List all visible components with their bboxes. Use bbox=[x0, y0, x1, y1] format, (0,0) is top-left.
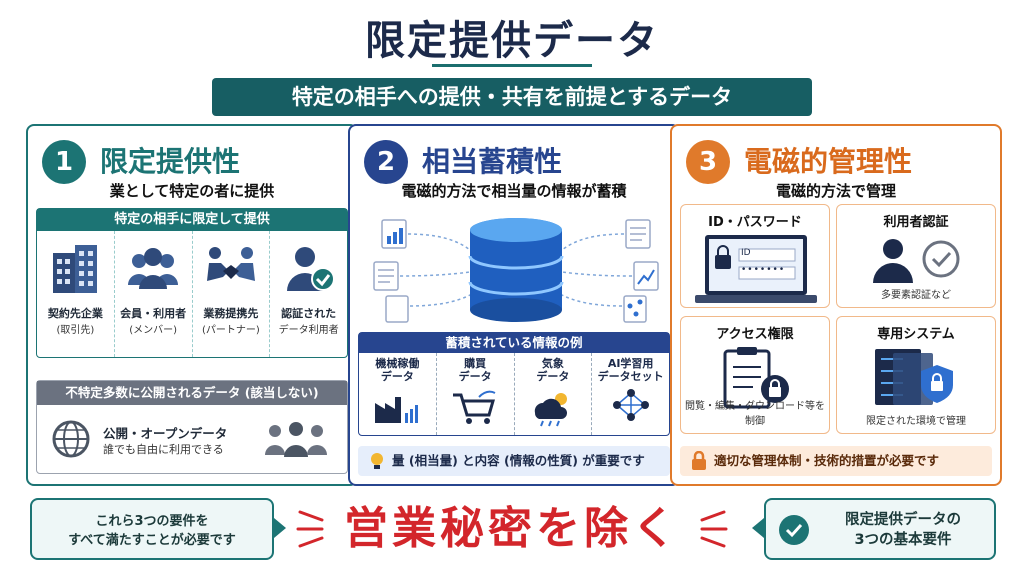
cell-title: アクセス権限 bbox=[716, 327, 794, 342]
crowd-icon bbox=[265, 422, 327, 457]
emphasis-burst-icon bbox=[700, 510, 728, 548]
example-label: データ bbox=[536, 370, 570, 383]
requirement-summary: これら3つの要件を すべて満たすことが必要です bbox=[30, 498, 274, 560]
cell-footer: 限定された環境で管理 bbox=[866, 416, 966, 427]
page-title: 限定提供データ bbox=[365, 18, 659, 64]
public-sub: 誰でも自由に利用できる bbox=[103, 443, 224, 456]
server-shield-icon bbox=[875, 349, 953, 405]
recipient-item: 認証された データ利用者 bbox=[270, 231, 347, 357]
example-item: 気象 データ bbox=[515, 353, 593, 435]
accumulated-examples: 蓄積されている情報の例 機械稼働 データ 購買 データ 気 bbox=[358, 332, 670, 436]
public-title: 公開・オープンデータ bbox=[103, 426, 228, 441]
panel-limited-provision: 1 限定提供性 業として特定の者に提供 特定の相手に限定して提供 bbox=[26, 124, 358, 486]
cell-footer: 多要素認証など bbox=[881, 290, 951, 301]
lock-icon bbox=[692, 451, 706, 470]
example-label: 気象 bbox=[541, 357, 564, 370]
factory-icon bbox=[375, 397, 419, 423]
cell-title: ID・パスワード bbox=[708, 215, 802, 230]
management-note: 適切な管理体制・技術的措置が必要です bbox=[680, 446, 992, 476]
network-icon bbox=[612, 389, 649, 421]
management-cell: 利用者認証 多要素認証など bbox=[836, 204, 996, 308]
subtitle-banner: 特定の相手への提供・共有を前提とするデータ bbox=[212, 78, 812, 116]
panel-subtitle: 業として特定の者に提供 bbox=[109, 182, 275, 200]
panel-number: 3 bbox=[686, 140, 730, 184]
management-cell: アクセス権限 閲覧・編集・ダウンロード等を制御 bbox=[680, 316, 830, 434]
database-icon bbox=[373, 218, 659, 323]
id-field-label: ID bbox=[741, 248, 751, 258]
panel-number: 1 bbox=[42, 140, 86, 184]
emphasis-burst-icon bbox=[296, 510, 324, 548]
verified-user-icon bbox=[286, 247, 335, 291]
recipient-sub: (メンバー) bbox=[129, 325, 178, 336]
recipient-item: 業務提携先 (パートナー) bbox=[193, 231, 271, 357]
requirements-line: 3つの基本要件 bbox=[854, 532, 952, 548]
recipient-item: 会員・利用者 (メンバー) bbox=[115, 231, 193, 357]
public-data-box: 不特定多数に公開されるデータ (該当しない) 公開・オープンデータ 誰でも自由に… bbox=[36, 380, 348, 474]
check-circle-icon bbox=[779, 515, 809, 545]
panel-subtitle: 電磁的方法で相当量の情報が蓄積 bbox=[401, 182, 627, 200]
recipient-sub: (取引先) bbox=[56, 325, 95, 336]
members-icon bbox=[128, 248, 179, 289]
recipient-label: 業務提携先 bbox=[203, 307, 259, 320]
handshake-icon bbox=[206, 247, 255, 281]
recipient-label: 会員・利用者 bbox=[120, 307, 187, 320]
recipient-label: 契約先企業 bbox=[47, 307, 103, 320]
access-clipboard-icon bbox=[723, 347, 789, 409]
password-field: ••••••• bbox=[741, 265, 786, 275]
panel-substantial-accumulation: 2 相当蓄積性 電磁的方法で相当量の情報が蓄積 蓄積さ bbox=[348, 124, 680, 486]
recipient-label: 認証された bbox=[281, 307, 337, 320]
summary-line: すべて満たすことが必要です bbox=[68, 533, 236, 548]
example-item: 購買 データ bbox=[437, 353, 515, 435]
example-label: データ bbox=[380, 370, 414, 383]
panel-subtitle: 電磁的方法で管理 bbox=[775, 182, 896, 200]
example-label: AI学習用 bbox=[607, 357, 654, 370]
example-label: 機械稼働 bbox=[375, 357, 420, 370]
panel-number: 2 bbox=[364, 140, 408, 184]
user-auth-icon bbox=[873, 239, 960, 283]
management-cell: 専用システム 限定された環境で管理 bbox=[836, 316, 996, 434]
globe-icon bbox=[52, 420, 90, 458]
recipient-sub: データ利用者 bbox=[278, 325, 339, 336]
panel-title: 電磁的管理性 bbox=[744, 145, 913, 178]
panel-title: 相当蓄積性 bbox=[422, 145, 563, 178]
example-label: 購買 bbox=[464, 357, 487, 370]
management-cell: ID・パスワード ID ••••••• bbox=[680, 204, 830, 308]
cell-title: 利用者認証 bbox=[883, 215, 949, 230]
example-item: AI学習用 データセット bbox=[592, 353, 669, 435]
limited-recipients-group: 特定の相手に限定して提供 契約先企業 bbox=[36, 208, 348, 358]
cart-icon bbox=[453, 390, 496, 424]
public-header: 不特定多数に公開されるデータ (該当しない) bbox=[37, 381, 347, 405]
title-underline bbox=[432, 64, 592, 67]
example-item: 機械稼働 データ bbox=[359, 353, 437, 435]
laptop-login-icon bbox=[695, 235, 817, 303]
arrow-left-icon bbox=[752, 518, 764, 538]
example-label: データセット bbox=[597, 370, 664, 383]
recipient-item: 契約先企業 (取引先) bbox=[37, 231, 115, 357]
accumulation-note: 量 (相当量) と内容 (情報の性質) が重要です bbox=[358, 446, 670, 476]
example-label: データ bbox=[458, 370, 492, 383]
requirements-line: 限定提供データの bbox=[845, 512, 961, 528]
building-icon bbox=[53, 245, 98, 293]
recipient-sub: (パートナー) bbox=[201, 325, 260, 336]
requirements-label: 限定提供データの 3つの基本要件 bbox=[764, 498, 996, 560]
arrow-right-icon bbox=[274, 518, 286, 538]
cell-footer: 閲覧・編集・ダウンロード等を制御 bbox=[685, 401, 825, 427]
panel-title: 限定提供性 bbox=[100, 145, 241, 178]
examples-header: 蓄積されている情報の例 bbox=[359, 333, 669, 353]
note-text: 量 (相当量) と内容 (情報の性質) が重要です bbox=[392, 453, 645, 468]
panel-electromagnetic-management: 3 電磁的管理性 電磁的方法で管理 ID・パスワード ID ••••••• 利用… bbox=[670, 124, 1002, 486]
cell-title: 専用システム bbox=[877, 327, 955, 342]
exclusion-banner: 営業秘密を除く bbox=[344, 503, 680, 554]
weather-icon bbox=[534, 393, 567, 427]
summary-line: これら3つの要件を bbox=[95, 514, 209, 529]
group-header: 特定の相手に限定して提供 bbox=[37, 209, 347, 231]
note-text: 適切な管理体制・技術的措置が必要です bbox=[714, 453, 940, 468]
lightbulb-icon bbox=[371, 453, 383, 469]
